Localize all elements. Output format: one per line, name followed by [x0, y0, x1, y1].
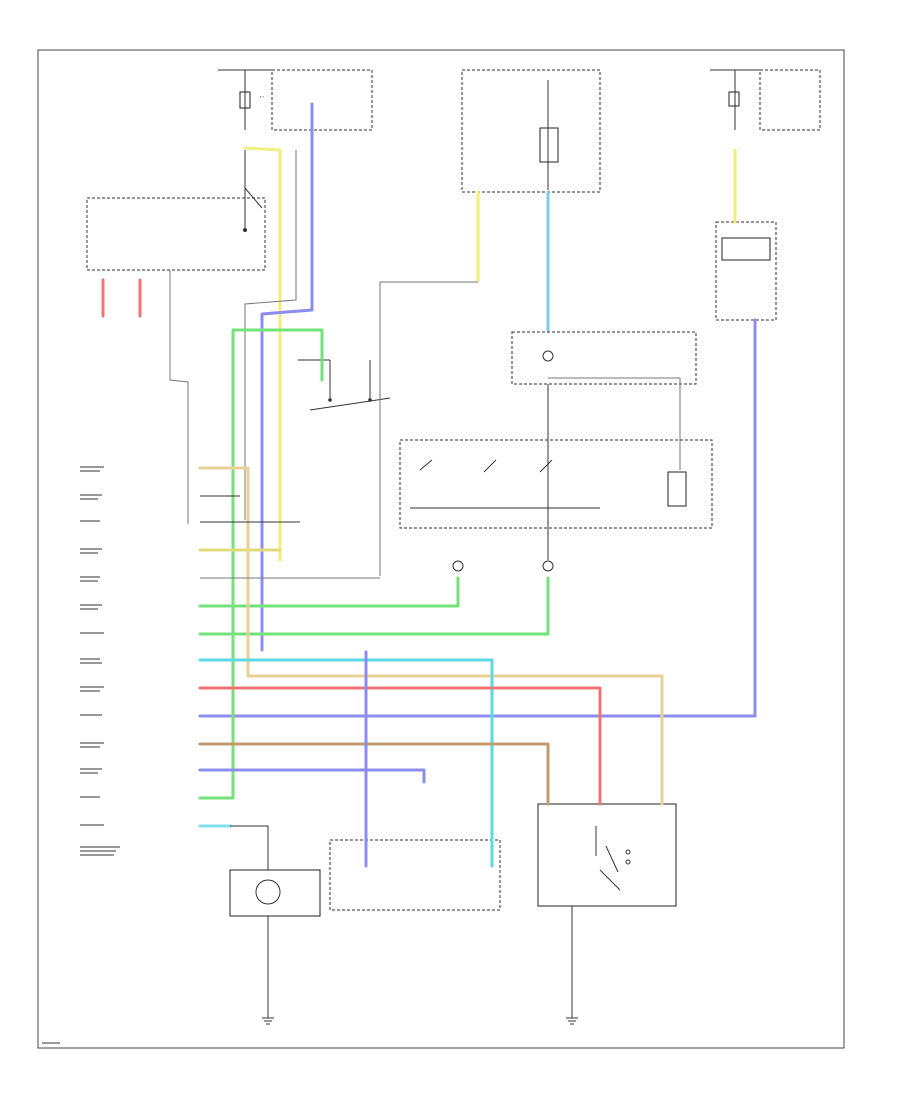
wire-green-1	[231, 328, 324, 382]
left-label-column	[80, 466, 120, 856]
resistor-icon	[667, 471, 687, 507]
main-switch	[243, 150, 263, 232]
ground-icon	[262, 1008, 274, 1025]
fuse-center	[539, 80, 559, 190]
ground-icon-2	[566, 1008, 578, 1025]
vss-gear-icon	[255, 879, 281, 905]
wire-red-long	[198, 686, 602, 806]
wire-yellow-left	[243, 146, 282, 562]
wire-tan-1	[198, 466, 664, 806]
fuse-left: ▪ ▪	[218, 69, 272, 130]
svg-text:▪ ▪: ▪ ▪	[260, 94, 265, 99]
cruise-main-switch-box	[86, 197, 266, 271]
wire-green-set	[198, 576, 550, 636]
cruise-actuator-box	[537, 803, 677, 907]
wire-green-vert	[198, 328, 235, 800]
wire-brown	[198, 742, 550, 806]
wire-cyan-blue	[198, 658, 494, 868]
fuse-center-box	[461, 69, 601, 193]
diagram-frame	[37, 49, 845, 1049]
fuse-right	[710, 69, 760, 130]
actuator-contents	[595, 826, 631, 891]
set-resume-switches	[410, 459, 600, 509]
wire-green-brake	[198, 576, 460, 608]
wire-gray-right	[548, 377, 681, 470]
wire-gray-left	[244, 150, 297, 520]
lamp-icon-2	[542, 560, 554, 572]
wire-gray-2	[169, 270, 189, 524]
wire-violet-right	[198, 318, 757, 718]
actuator-inner	[721, 237, 771, 261]
wire-violet-left	[260, 102, 314, 652]
figure-id-mark	[42, 1042, 60, 1044]
wire-violet-2	[198, 768, 426, 784]
wire-vss	[230, 825, 269, 870]
cruise-control-actuator-box	[715, 221, 777, 321]
fuse-right-dashed	[759, 69, 821, 131]
fuse-left-dashed	[271, 69, 373, 131]
pcm-dashed	[329, 839, 501, 911]
vss-sensor-box	[229, 869, 321, 917]
gauge-lamp-icon	[542, 350, 554, 362]
lamp-icon	[452, 560, 464, 572]
gauge-assembly-box	[511, 331, 697, 385]
cruise-switches-box	[399, 439, 713, 529]
brake-switch	[298, 359, 391, 411]
